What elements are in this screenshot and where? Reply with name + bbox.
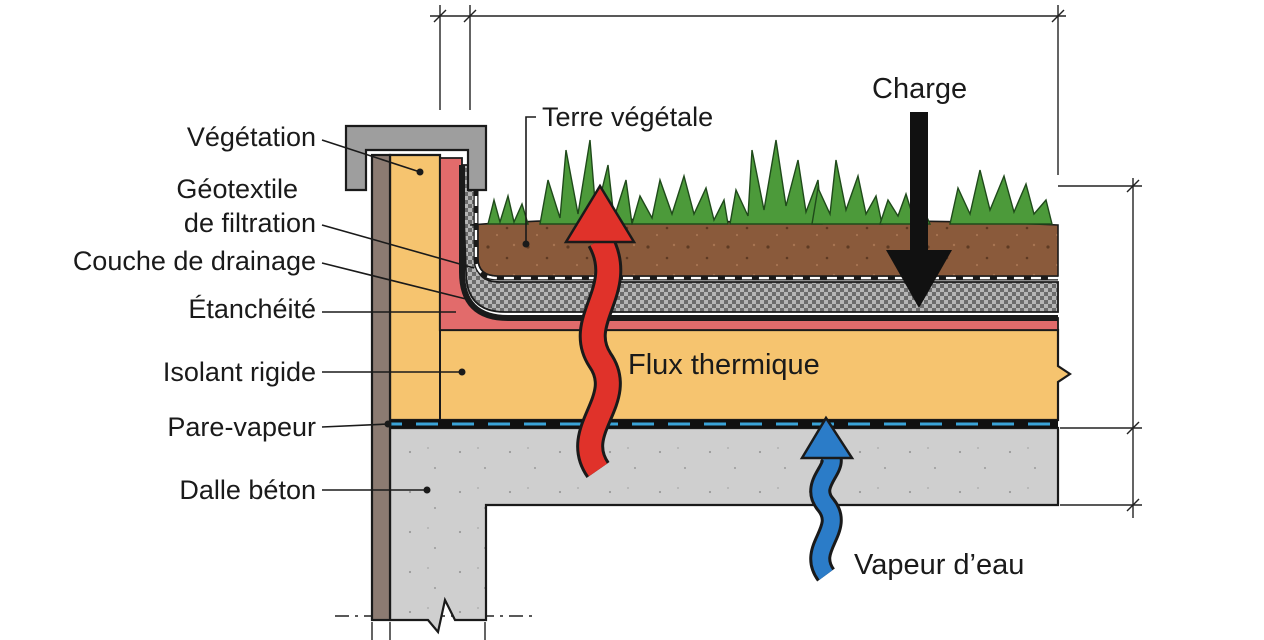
filter-geotextile — [473, 162, 1058, 281]
water-vapor-arrow — [799, 415, 855, 582]
parapet-wall — [370, 153, 392, 622]
label-isolant: Isolant rigide — [163, 357, 316, 387]
heat-flux-arrow — [563, 183, 637, 479]
label-dalle: Dalle béton — [179, 475, 316, 505]
label-terre: Terre végétale — [542, 102, 713, 132]
label-geotextile-line2: de filtration — [184, 208, 316, 238]
label-pare-vapeur: Pare-vapeur — [167, 412, 316, 442]
vegetation-plants — [487, 139, 1053, 225]
dimension-lines-right — [1058, 178, 1142, 518]
load-arrow — [886, 112, 952, 308]
label-etancheite: Étanchéité — [188, 294, 316, 324]
concrete-slab — [388, 426, 1060, 635]
label-charge: Charge — [872, 73, 967, 105]
label-vapeur: Vapeur d’eau — [854, 549, 1024, 581]
label-drainage: Couche de drainage — [73, 246, 316, 276]
label-vegetation: Végétation — [187, 122, 316, 152]
rigid-insulation — [388, 153, 1072, 422]
growing-medium — [469, 218, 1059, 277]
coping-cap — [344, 124, 488, 192]
leader-lines — [321, 116, 536, 494]
label-geotextile-line1: Géotextile — [176, 174, 298, 204]
dimension-lines-top — [430, 5, 1066, 175]
label-flux: Flux thermique — [628, 349, 820, 381]
